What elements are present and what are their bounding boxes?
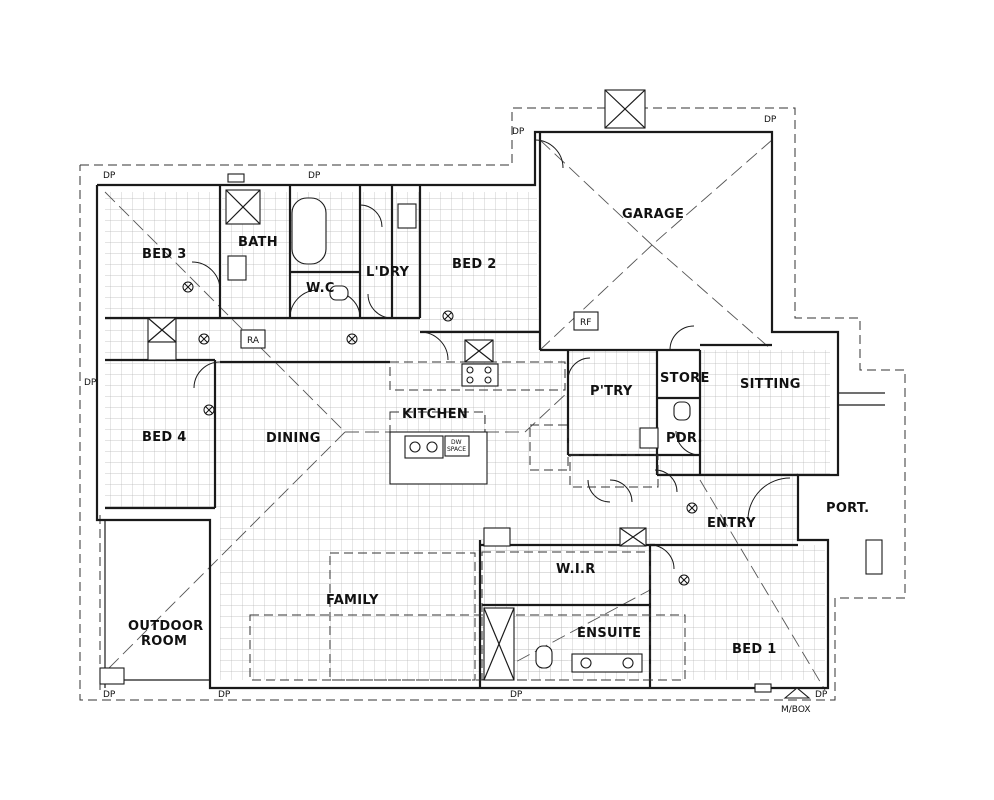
label-portico: PORT. bbox=[826, 501, 869, 516]
downpipe-label: DP bbox=[512, 127, 525, 137]
label-bed3: BED 3 bbox=[142, 247, 187, 262]
downpipe-label: DP bbox=[764, 115, 777, 125]
label-ensuite: ENSUITE bbox=[577, 626, 641, 641]
fixtures bbox=[99, 89, 883, 699]
eave-line bbox=[79, 107, 906, 701]
service-labels: DP DP DP DP DP DP DP DP DP M/BOX bbox=[84, 115, 828, 715]
fixture-labels: RF RA DW SPACE bbox=[247, 318, 591, 453]
downpipe-label: DP bbox=[103, 690, 116, 700]
label-ra: RA bbox=[247, 336, 260, 346]
label-bed1: BED 1 bbox=[732, 642, 777, 657]
label-dw-line1: DW bbox=[451, 439, 462, 446]
label-entry: ENTRY bbox=[707, 516, 756, 531]
downpipe-label: DP bbox=[218, 690, 231, 700]
downpipe-label: DP bbox=[84, 378, 97, 388]
label-pdr: PDR. bbox=[666, 431, 703, 446]
label-dining: DINING bbox=[266, 431, 321, 446]
label-kitchen: KITCHEN bbox=[402, 407, 468, 422]
label-pantry: P'TRY bbox=[590, 384, 633, 399]
label-wc: W.C bbox=[306, 281, 335, 296]
light-points bbox=[182, 281, 698, 586]
label-dw-line2: SPACE bbox=[447, 446, 466, 453]
downpipe-label: DP bbox=[815, 690, 828, 700]
label-outdoor-line2: ROOM bbox=[141, 634, 187, 649]
label-store: STORE bbox=[660, 371, 710, 386]
label-bed2: BED 2 bbox=[452, 257, 497, 272]
label-bed4: BED 4 bbox=[142, 430, 187, 445]
room-labels: GARAGE BED 3 BATH L'DRY BED 2 W.C BED 4 … bbox=[128, 207, 869, 657]
doors bbox=[191, 139, 791, 570]
downpipe-label: DP bbox=[308, 171, 321, 181]
meter-box-label: M/BOX bbox=[781, 705, 811, 715]
label-rf: RF bbox=[580, 318, 591, 328]
roof-hip-lines bbox=[104, 139, 826, 691]
floor-tiles bbox=[105, 192, 830, 680]
downpipe-label: DP bbox=[103, 171, 116, 181]
label-wir: W.I.R bbox=[556, 562, 596, 577]
label-outdoor-line1: OUTDOOR bbox=[128, 619, 203, 634]
label-laundry: L'DRY bbox=[366, 265, 410, 280]
downpipe-label: DP bbox=[510, 690, 523, 700]
label-garage: GARAGE bbox=[622, 207, 684, 222]
label-bath: BATH bbox=[238, 235, 278, 250]
label-family: FAMILY bbox=[326, 593, 379, 608]
label-sitting: SITTING bbox=[740, 377, 801, 392]
